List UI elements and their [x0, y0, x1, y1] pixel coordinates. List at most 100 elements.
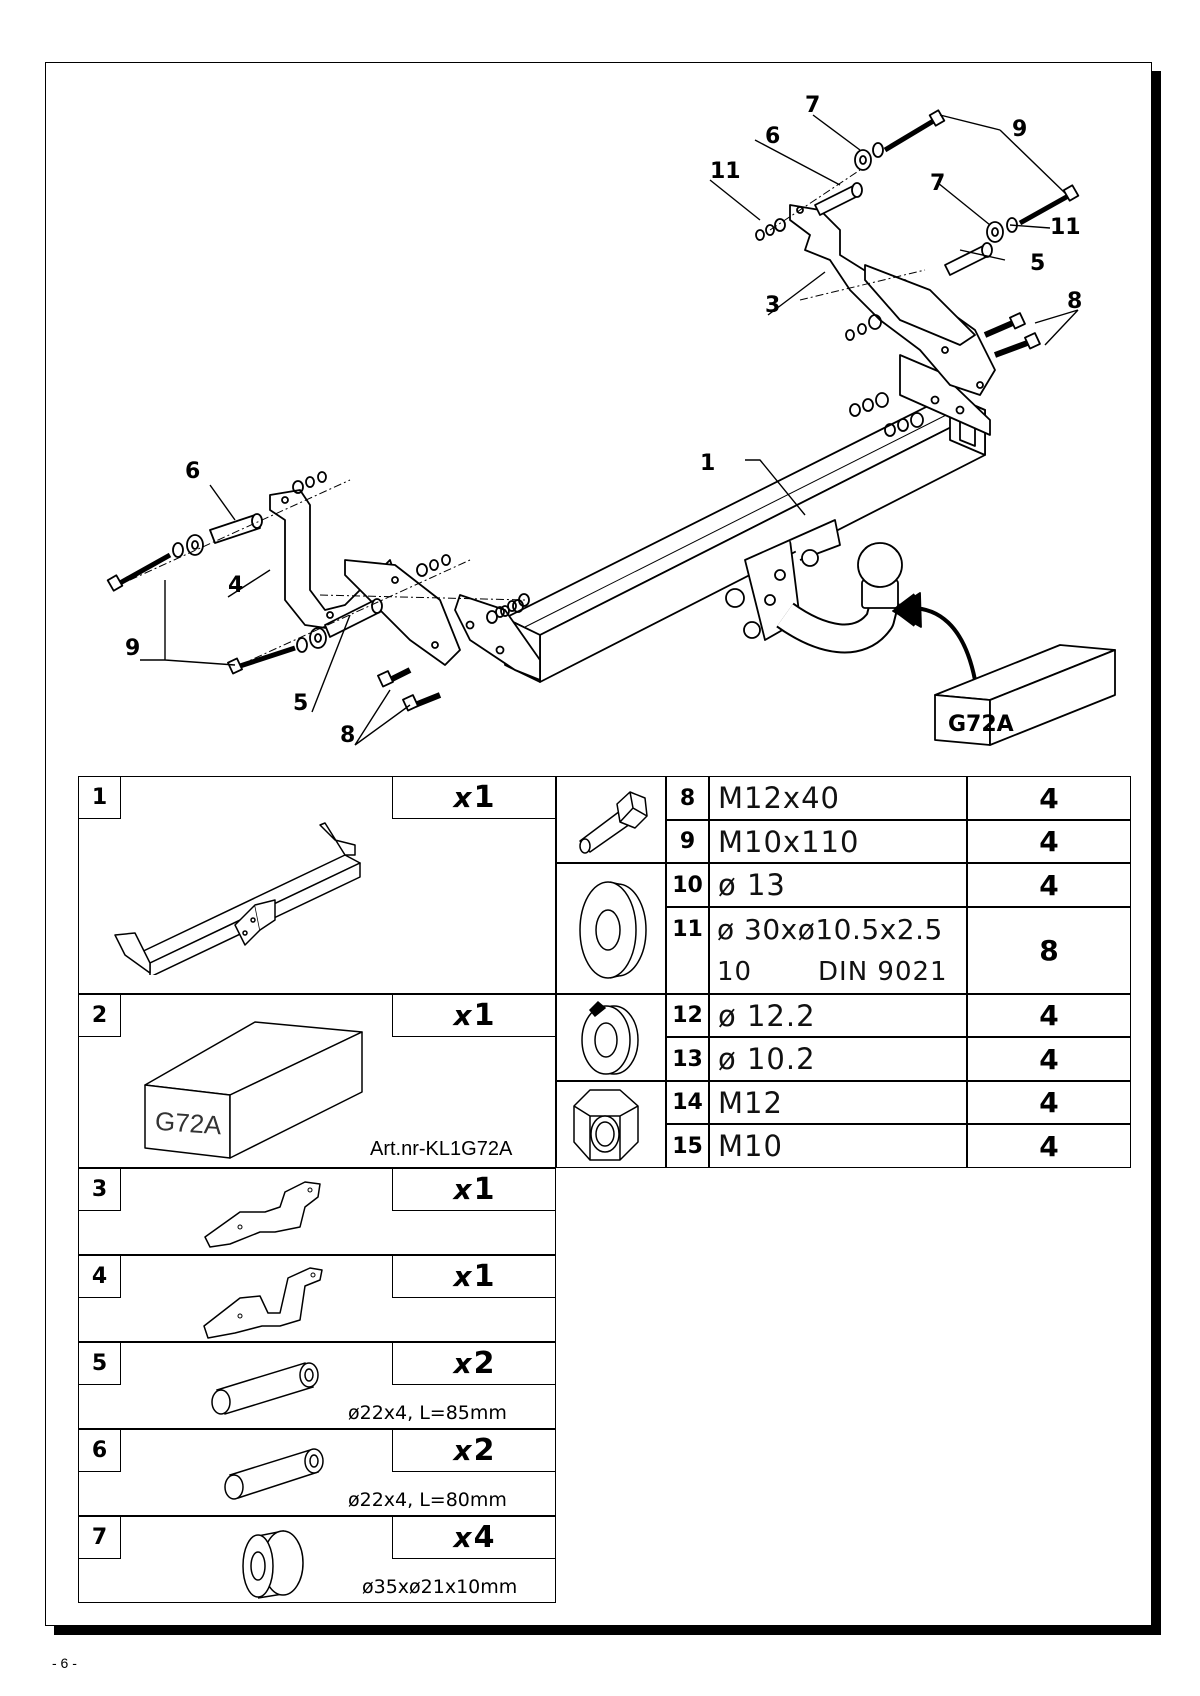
- callout-7a: 7: [805, 93, 820, 118]
- crossbar-thumbnail-icon: [114, 822, 361, 975]
- right-nut-stack-c: [849, 392, 889, 417]
- page-number: - 6 -: [52, 1655, 77, 1671]
- part-11-spec-cell: [709, 907, 967, 994]
- hex-nut-icon: [573, 1089, 639, 1161]
- part-2-number: 2: [78, 994, 121, 1037]
- part-9-number: 9: [666, 820, 709, 863]
- kit-box-label: G72A: [154, 1105, 223, 1141]
- left-nut-stack-d: [495, 593, 530, 618]
- part-9-spec: M10x110: [709, 820, 967, 863]
- left-nut-stack-b: [416, 554, 451, 577]
- left-nut-stack-a: [292, 471, 327, 494]
- article-number: Art.nr-KL1G72A: [370, 1138, 513, 1160]
- part-10-number: 10: [666, 863, 709, 907]
- right-side-plate: [864, 264, 976, 346]
- washer-7a: [854, 149, 872, 171]
- bolt-9c: [118, 552, 172, 586]
- spacer-tube-80-icon: [224, 1448, 324, 1500]
- left-bracket-thumbnail-icon: [203, 1267, 323, 1339]
- bolt-9a: [883, 117, 937, 153]
- spring-washer-icon: [581, 1000, 639, 1075]
- callout-7b: 7: [930, 171, 945, 196]
- part-10-count: 4: [967, 863, 1131, 907]
- exploded-assembly-diagram: G72A 7 6 11 9 7 11 5 3 8 1 6 4 9 5 8: [106, 93, 1116, 748]
- right-nut-stack-d: [884, 412, 924, 437]
- callout-1: 1: [700, 451, 715, 476]
- part-4-number: 4: [78, 1255, 121, 1298]
- g72a-box: [934, 644, 1116, 746]
- right-bracket-thumbnail-icon: [204, 1181, 321, 1248]
- part-12-number: 12: [666, 994, 709, 1037]
- callout-8a: 8: [1067, 289, 1082, 314]
- cross-beam: [504, 394, 986, 683]
- towball: [776, 542, 903, 654]
- part-13-number: 13: [666, 1037, 709, 1081]
- right-nut-stack-b: [845, 314, 882, 341]
- washer-11a: [872, 142, 884, 158]
- callout-3: 3: [765, 293, 780, 318]
- left-spacer-5: [324, 598, 383, 638]
- part-3-number: 3: [78, 1168, 121, 1211]
- left-spacer-6: [209, 513, 263, 544]
- part-11-count: 8: [967, 907, 1131, 994]
- part-1-number: 1: [78, 776, 121, 819]
- callout-11b: 11: [1050, 215, 1081, 240]
- part-7-dimensions: ø35xø21x10mm: [362, 1576, 518, 1598]
- part-5-dimensions: ø22x4, L=85mm: [348, 1402, 507, 1424]
- part-9-count: 4: [967, 820, 1131, 863]
- bolt-8d: [413, 692, 442, 708]
- electrical-kit-box-icon: [144, 1021, 363, 1159]
- part-13-spec: ø 10.2: [709, 1037, 967, 1081]
- right-spacer-5: [944, 242, 993, 276]
- callout-4: 4: [228, 573, 243, 598]
- part-12-spec: ø 12.2: [709, 994, 967, 1037]
- callout-6a: 6: [765, 124, 780, 149]
- part-6-dimensions: ø22x4, L=80mm: [348, 1489, 507, 1511]
- callout-5a: 5: [1030, 251, 1045, 276]
- part-12-count: 4: [967, 994, 1131, 1037]
- right-nut-stack-a: [755, 218, 786, 241]
- part-8-spec: M12x40: [709, 776, 967, 820]
- part-14-number: 14: [666, 1081, 709, 1124]
- part-7-number: 7: [78, 1516, 121, 1559]
- part-11-spec-standard: DIN 9021: [818, 957, 948, 987]
- part-6-number: 6: [78, 1429, 121, 1472]
- bolt-8c: [388, 667, 412, 683]
- flat-washer-icon: [579, 881, 647, 979]
- washer-7b: [986, 221, 1004, 243]
- right-end-plate: [899, 354, 991, 436]
- part-8-number: 8: [666, 776, 709, 820]
- callout-9a: 9: [1012, 117, 1027, 142]
- callout-9b: 9: [125, 636, 140, 661]
- part-13-count: 4: [967, 1037, 1131, 1081]
- callout-11a: 11: [710, 159, 741, 184]
- part-11-spec-thickness: 10: [717, 957, 753, 987]
- left-side-plate: [344, 559, 461, 666]
- callout-6b: 6: [185, 459, 200, 484]
- left-end-plate: [454, 594, 541, 681]
- part-14-count: 4: [967, 1081, 1131, 1124]
- callout-5b: 5: [293, 691, 308, 716]
- callout-8b: 8: [340, 723, 355, 748]
- part-10-spec: ø 13: [709, 863, 967, 907]
- part-5-number: 5: [78, 1342, 121, 1385]
- part-11-spec: ø 30xø10.5x2.5: [717, 913, 943, 946]
- bolt-9d: [239, 645, 296, 669]
- bolt-9b: [1018, 192, 1072, 226]
- bolt-icon: [579, 791, 648, 854]
- spacer-tube-85-icon: [211, 1362, 319, 1415]
- right-spacer-6: [814, 182, 863, 216]
- part-15-number: 15: [666, 1124, 709, 1168]
- g72a-box-label: G72A: [948, 712, 1014, 737]
- part-15-spec: M10: [709, 1124, 967, 1168]
- washer-7d: [309, 627, 327, 649]
- part-11-number-cell: [666, 907, 709, 994]
- washer-7c: [186, 534, 204, 556]
- part-15-count: 4: [967, 1124, 1131, 1168]
